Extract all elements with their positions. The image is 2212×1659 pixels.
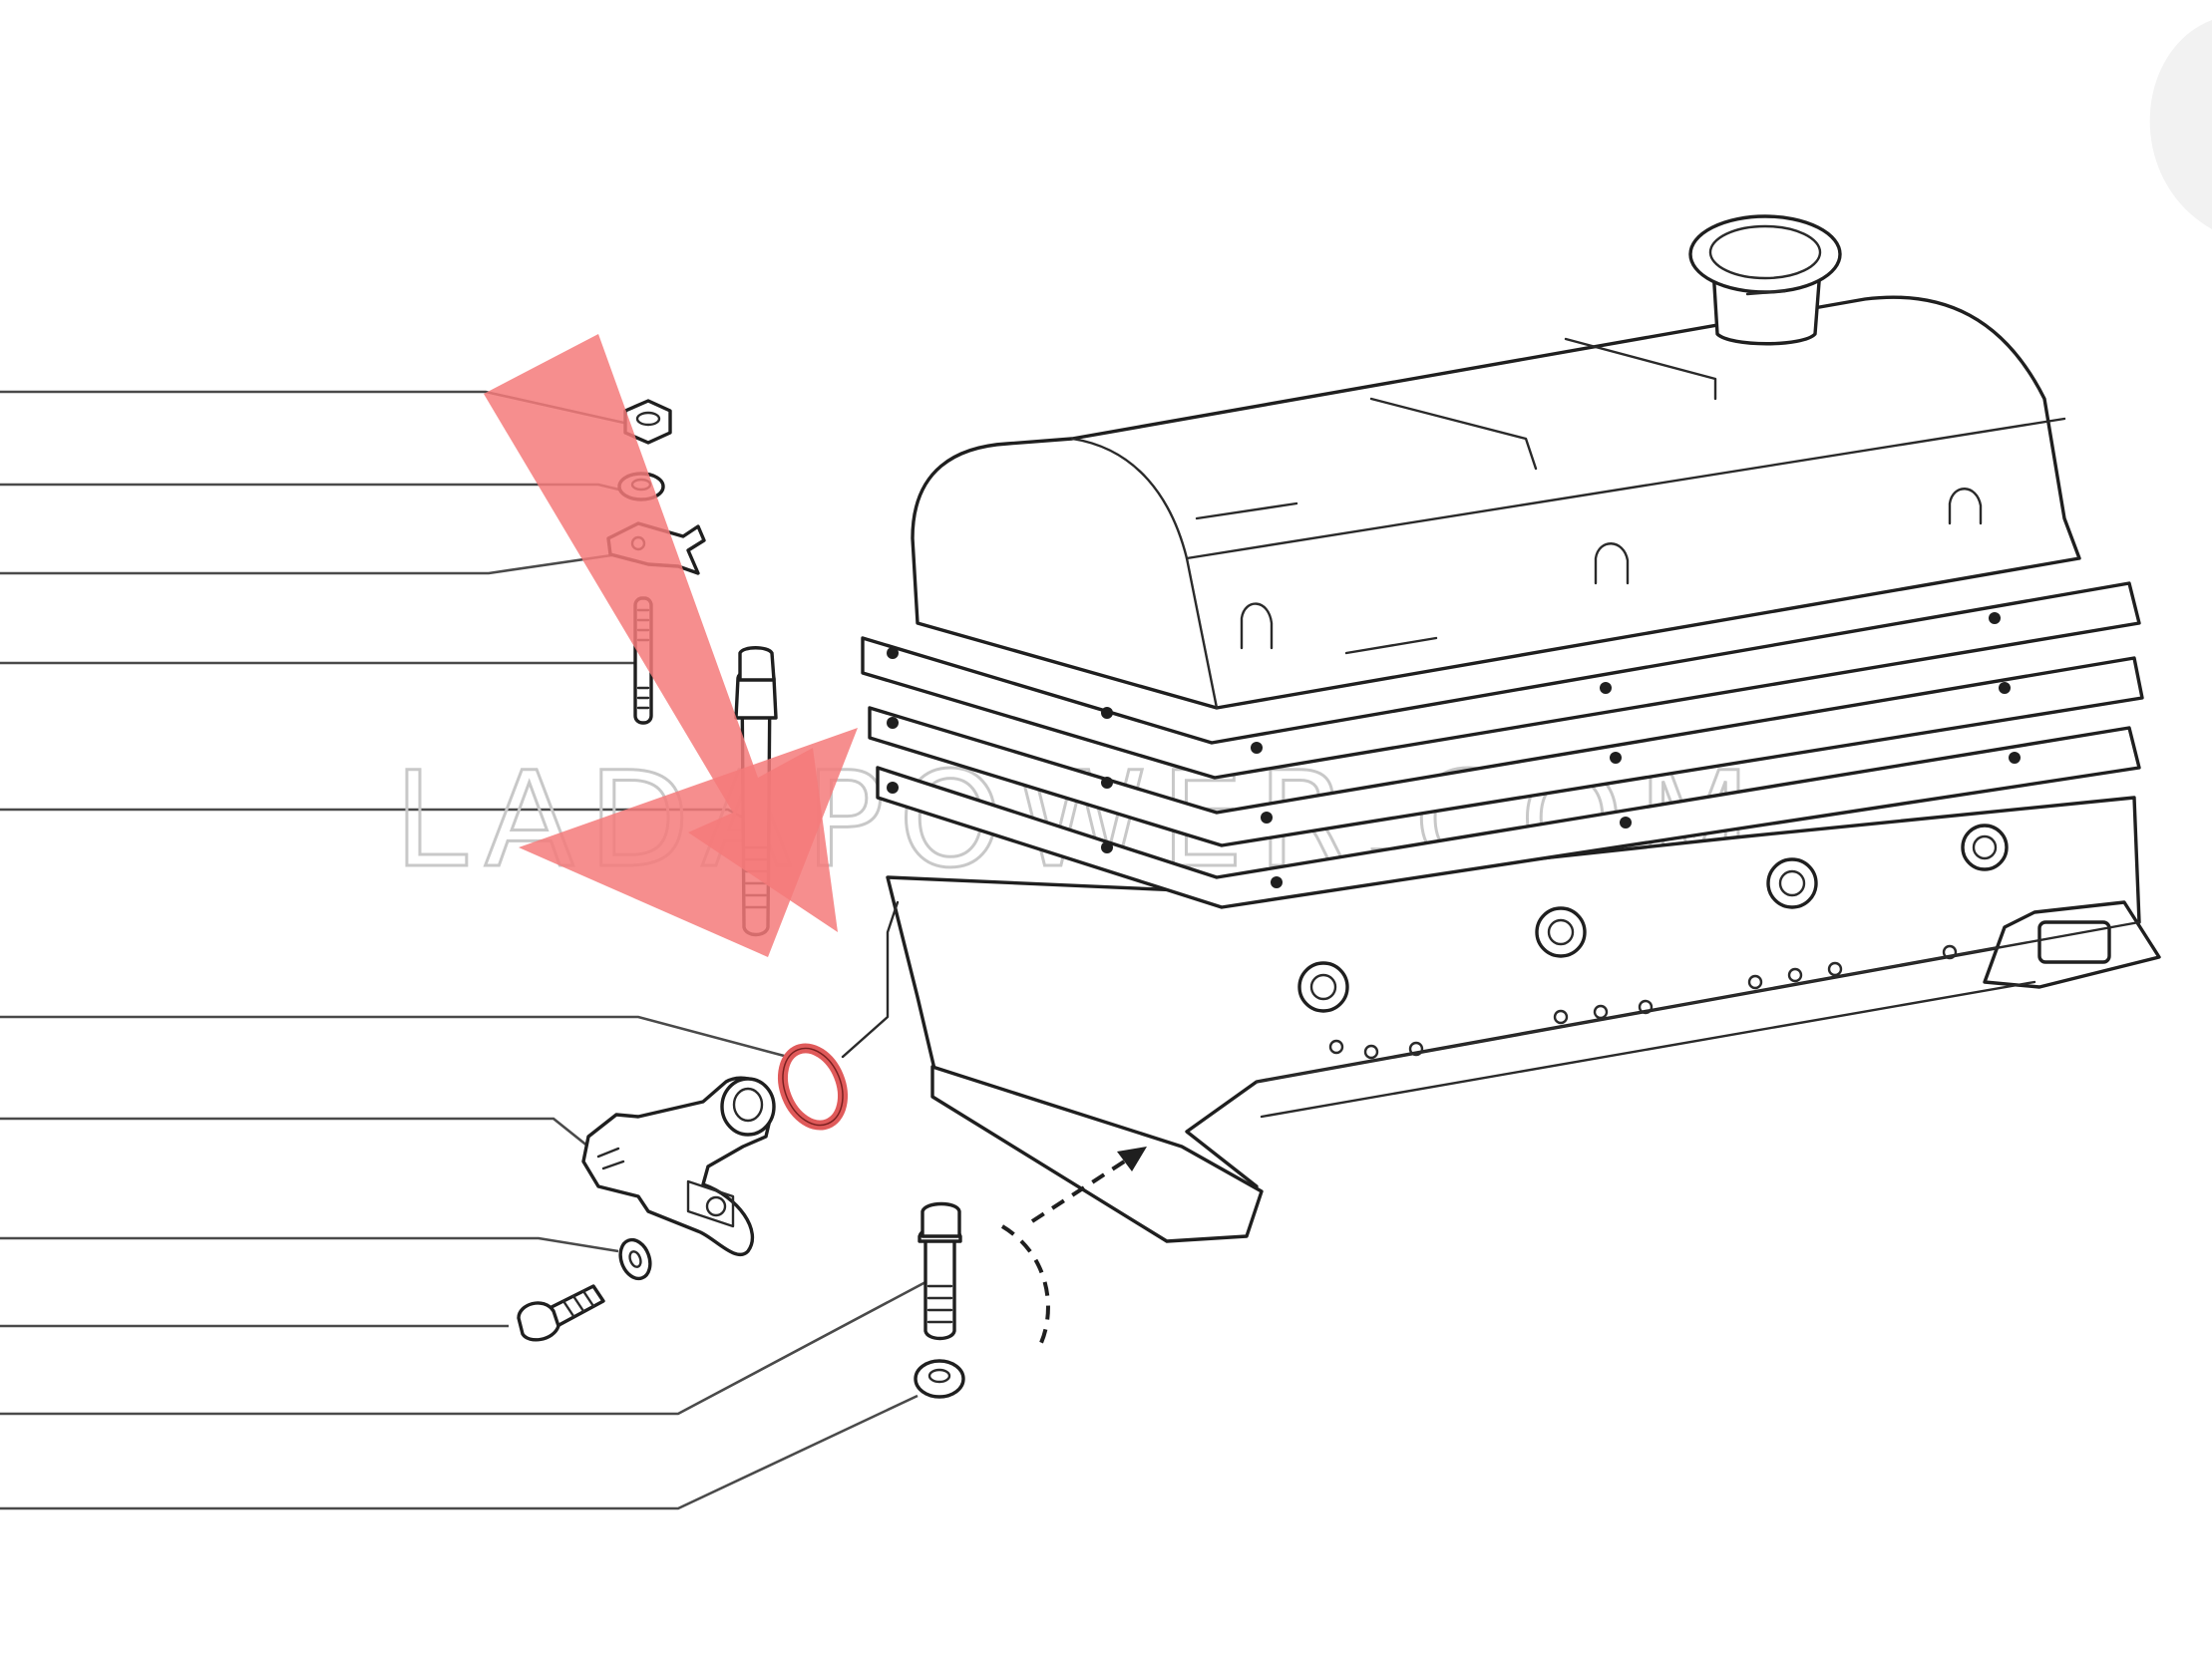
head-ports [1297, 824, 2009, 1013]
leader-sensor [0, 1117, 589, 1149]
page-corner-shade [2149, 20, 2212, 229]
leader-lines [0, 390, 928, 1510]
valve-cover [911, 295, 2081, 710]
bottom-washer [914, 1359, 965, 1399]
oil-filler-cap [1688, 214, 1842, 346]
o-ring-seal [778, 900, 900, 1131]
cylinder-head-assembly [861, 214, 2161, 1243]
gasket-lower [876, 726, 2141, 909]
cover-rib [1948, 488, 1983, 525]
leader-small-washer [0, 1236, 619, 1253]
small-washer [618, 1237, 652, 1281]
highlight-arrows [484, 334, 858, 957]
gasket-bolt-dots [887, 612, 2021, 888]
leader-bottom-washer [0, 1394, 919, 1510]
bottom-bolt [918, 1201, 962, 1341]
loose-parts [517, 399, 1147, 1399]
flange-slot [2037, 920, 2111, 964]
o-ring-guide-line [841, 900, 900, 1059]
leader-o-ring [0, 1015, 789, 1059]
leader-bottom-bolt [0, 1279, 928, 1416]
small-bolt [517, 1284, 605, 1342]
cover-rib [1240, 602, 1274, 650]
install-path-dashed [1000, 1147, 1147, 1352]
camshaft-sensor [581, 1076, 776, 1256]
leader-washer [0, 483, 624, 493]
head-bolt-holes [1328, 944, 1958, 1060]
red-arrow-lower [519, 728, 858, 957]
gasket-middle [868, 656, 2144, 847]
gasket-upper [861, 581, 2141, 780]
leader-bracket [0, 552, 619, 575]
cover-rib [1594, 542, 1630, 585]
head-gasket-plate [930, 1065, 1264, 1243]
